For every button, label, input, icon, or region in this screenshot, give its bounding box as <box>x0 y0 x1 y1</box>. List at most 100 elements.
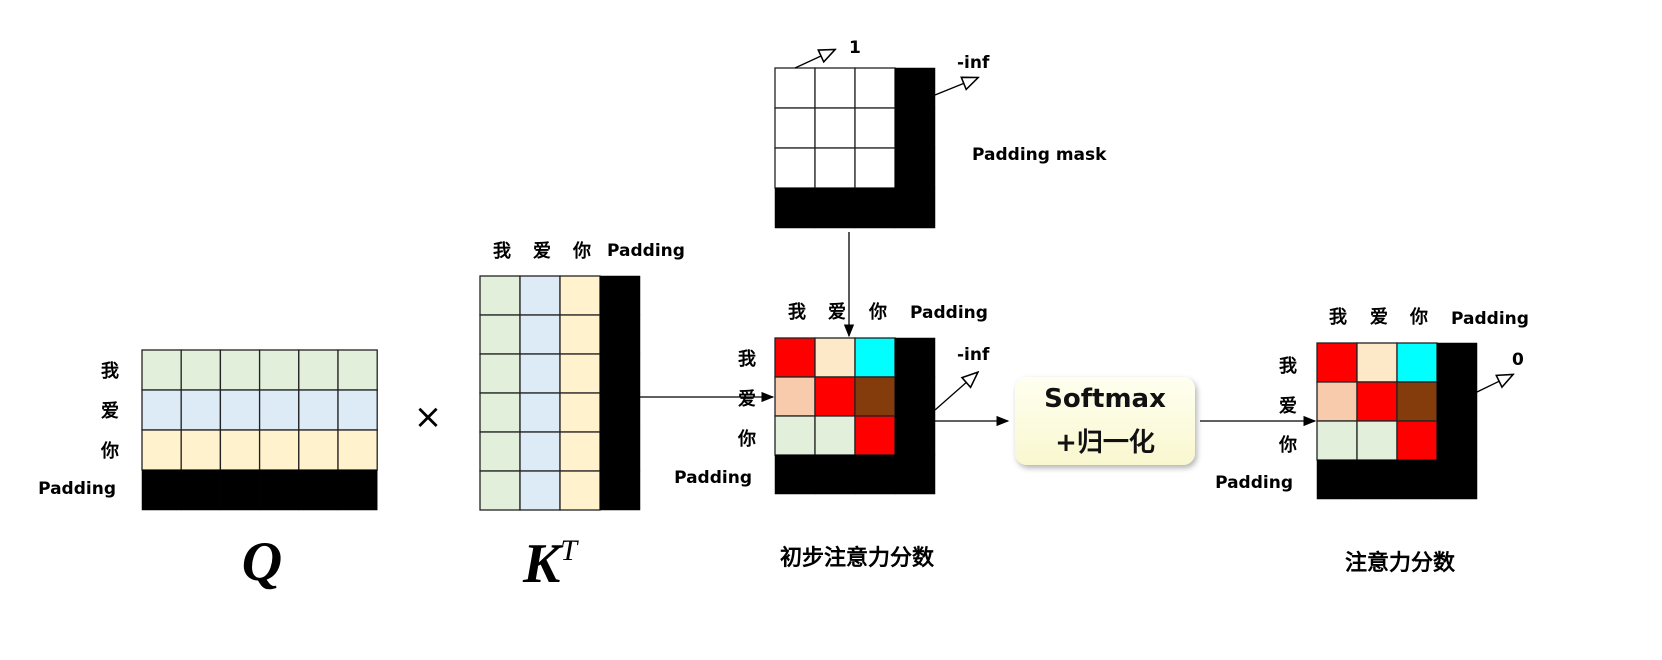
final-col-label-ai: 爱 <box>1370 307 1388 328</box>
kt-cell <box>559 431 601 472</box>
initial-cell <box>854 376 896 417</box>
init-col-label-ai: 爱 <box>828 302 846 323</box>
final-cell <box>1396 459 1438 500</box>
q-cell <box>298 429 339 471</box>
initial-cell <box>854 415 896 456</box>
mask-inf-pointer <box>934 78 977 96</box>
q-cell <box>141 389 182 431</box>
kt-cell <box>599 314 641 355</box>
q-label: Q <box>242 531 282 593</box>
q-cell <box>141 469 182 511</box>
kt-cell <box>519 353 561 394</box>
kt-cell <box>559 470 601 511</box>
mask-cell <box>774 147 816 189</box>
kt-cell <box>599 275 641 316</box>
initial-cell <box>774 454 816 495</box>
kt-col-label-padding: Padding <box>607 241 685 261</box>
q-cell <box>141 429 182 471</box>
initial-score-matrix <box>774 337 936 495</box>
mask-inf-label: -inf <box>957 53 990 73</box>
kt-cell <box>599 353 641 394</box>
q-row-label-padding: Padding <box>38 479 116 499</box>
q-cell <box>258 429 300 471</box>
mask-cell <box>854 107 896 149</box>
final-score-matrix <box>1316 342 1478 500</box>
initial-cell <box>814 337 856 378</box>
q-cell <box>258 349 300 391</box>
mask-cell <box>814 67 856 109</box>
kt-cell <box>519 314 561 355</box>
final-cell <box>1356 420 1398 461</box>
mask-cell <box>814 187 856 229</box>
q-cell <box>298 349 339 391</box>
kt-cell <box>519 470 561 511</box>
kt-cell <box>599 470 641 511</box>
initial-cell <box>854 454 896 495</box>
q-cell <box>219 389 261 431</box>
initial-cell <box>814 376 856 417</box>
kt-cell <box>519 392 561 433</box>
init-row-label-padding: Padding <box>674 468 752 488</box>
final-cell <box>1316 381 1358 422</box>
final-cell <box>1356 459 1398 500</box>
final-cell <box>1396 381 1438 422</box>
q-cell <box>337 469 378 511</box>
final-cell <box>1436 420 1478 461</box>
kt-cell <box>479 392 521 433</box>
init-col-label-padding: Padding <box>910 303 988 323</box>
final-cell <box>1316 420 1358 461</box>
mask-cell <box>774 187 816 229</box>
final-cell <box>1436 381 1478 422</box>
kt-col-label-ni: 你 <box>572 240 591 262</box>
q-cell <box>298 469 339 511</box>
final-cell <box>1356 381 1398 422</box>
final-row-label-ai: 爱 <box>1279 396 1297 417</box>
final-cell <box>1356 342 1398 383</box>
q-row-label-ai: 爱 <box>101 401 119 422</box>
init-inf-label: -inf <box>957 345 990 365</box>
q-cell <box>180 469 221 511</box>
kt-cell <box>559 314 601 355</box>
multiply-sign: × <box>414 397 443 437</box>
mask-cell <box>854 147 896 189</box>
initial-caption: 初步注意力分数 <box>780 545 935 571</box>
final-cell <box>1436 342 1478 383</box>
q-row-label-ni: 你 <box>100 440 119 462</box>
initial-cell <box>894 415 936 456</box>
softmax-line2: +归一化 <box>1055 428 1155 458</box>
final-zero-pointer <box>1476 375 1512 393</box>
kt-cell <box>519 275 561 316</box>
kt-cell <box>599 392 641 433</box>
init-inf-pointer <box>934 373 977 411</box>
init-col-label-ni: 你 <box>868 301 887 323</box>
mask-cell <box>774 67 816 109</box>
mask-one-pointer <box>794 50 834 69</box>
kt-cell <box>479 431 521 472</box>
softmax-box <box>1015 377 1195 465</box>
init-col-label-wo: 我 <box>788 302 806 323</box>
kt-cell <box>599 431 641 472</box>
q-cell <box>180 349 222 391</box>
mask-cell <box>814 107 856 149</box>
final-row-label-ni: 你 <box>1278 434 1297 456</box>
initial-cell <box>814 415 856 456</box>
final-col-label-wo: 我 <box>1329 307 1347 328</box>
q-cell <box>337 349 378 391</box>
softmax-line1: Softmax <box>1044 384 1166 414</box>
q-cell <box>141 349 182 391</box>
mask-cell <box>894 67 936 109</box>
mask-cell <box>894 107 936 149</box>
mask-cell <box>814 147 856 189</box>
initial-cell <box>894 454 936 495</box>
initial-cell <box>854 337 896 378</box>
mask-cell <box>894 147 936 189</box>
final-caption: 注意力分数 <box>1345 550 1456 576</box>
q-cell <box>337 429 378 471</box>
mask-cell <box>854 187 896 229</box>
kt-cell <box>559 392 601 433</box>
init-row-label-wo: 我 <box>738 349 756 370</box>
kt-label-sup: T <box>560 534 579 567</box>
final-col-label-padding: Padding <box>1451 309 1529 329</box>
mask-title: Padding mask <box>972 145 1107 165</box>
